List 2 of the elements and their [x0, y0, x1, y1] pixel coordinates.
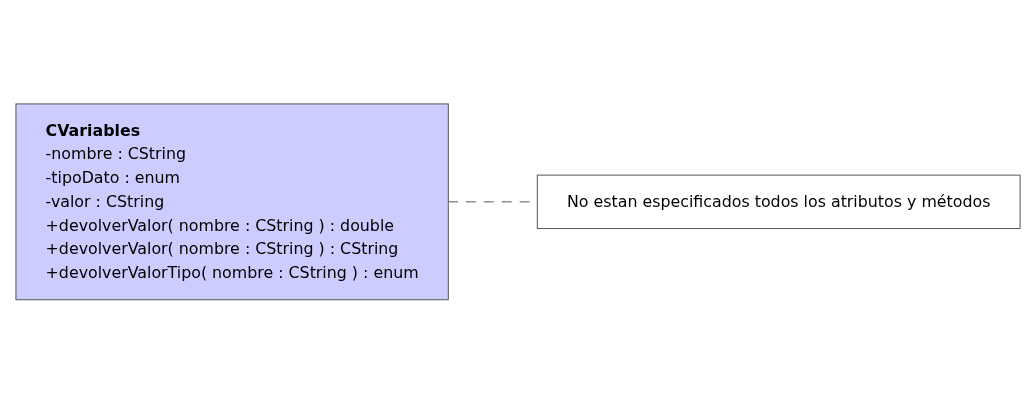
node-box: No estan especificados todos los atributos y métodos — [536, 174, 1021, 230]
node-box: CVariables -nombre : CString -tipoDato : enum -valor : CString +devolverValor( nombre : CString ) : double +devolverValor( nombre : CString ) : CString +devolverValorTipo( nombre : CString ) : enum — [15, 103, 449, 301]
